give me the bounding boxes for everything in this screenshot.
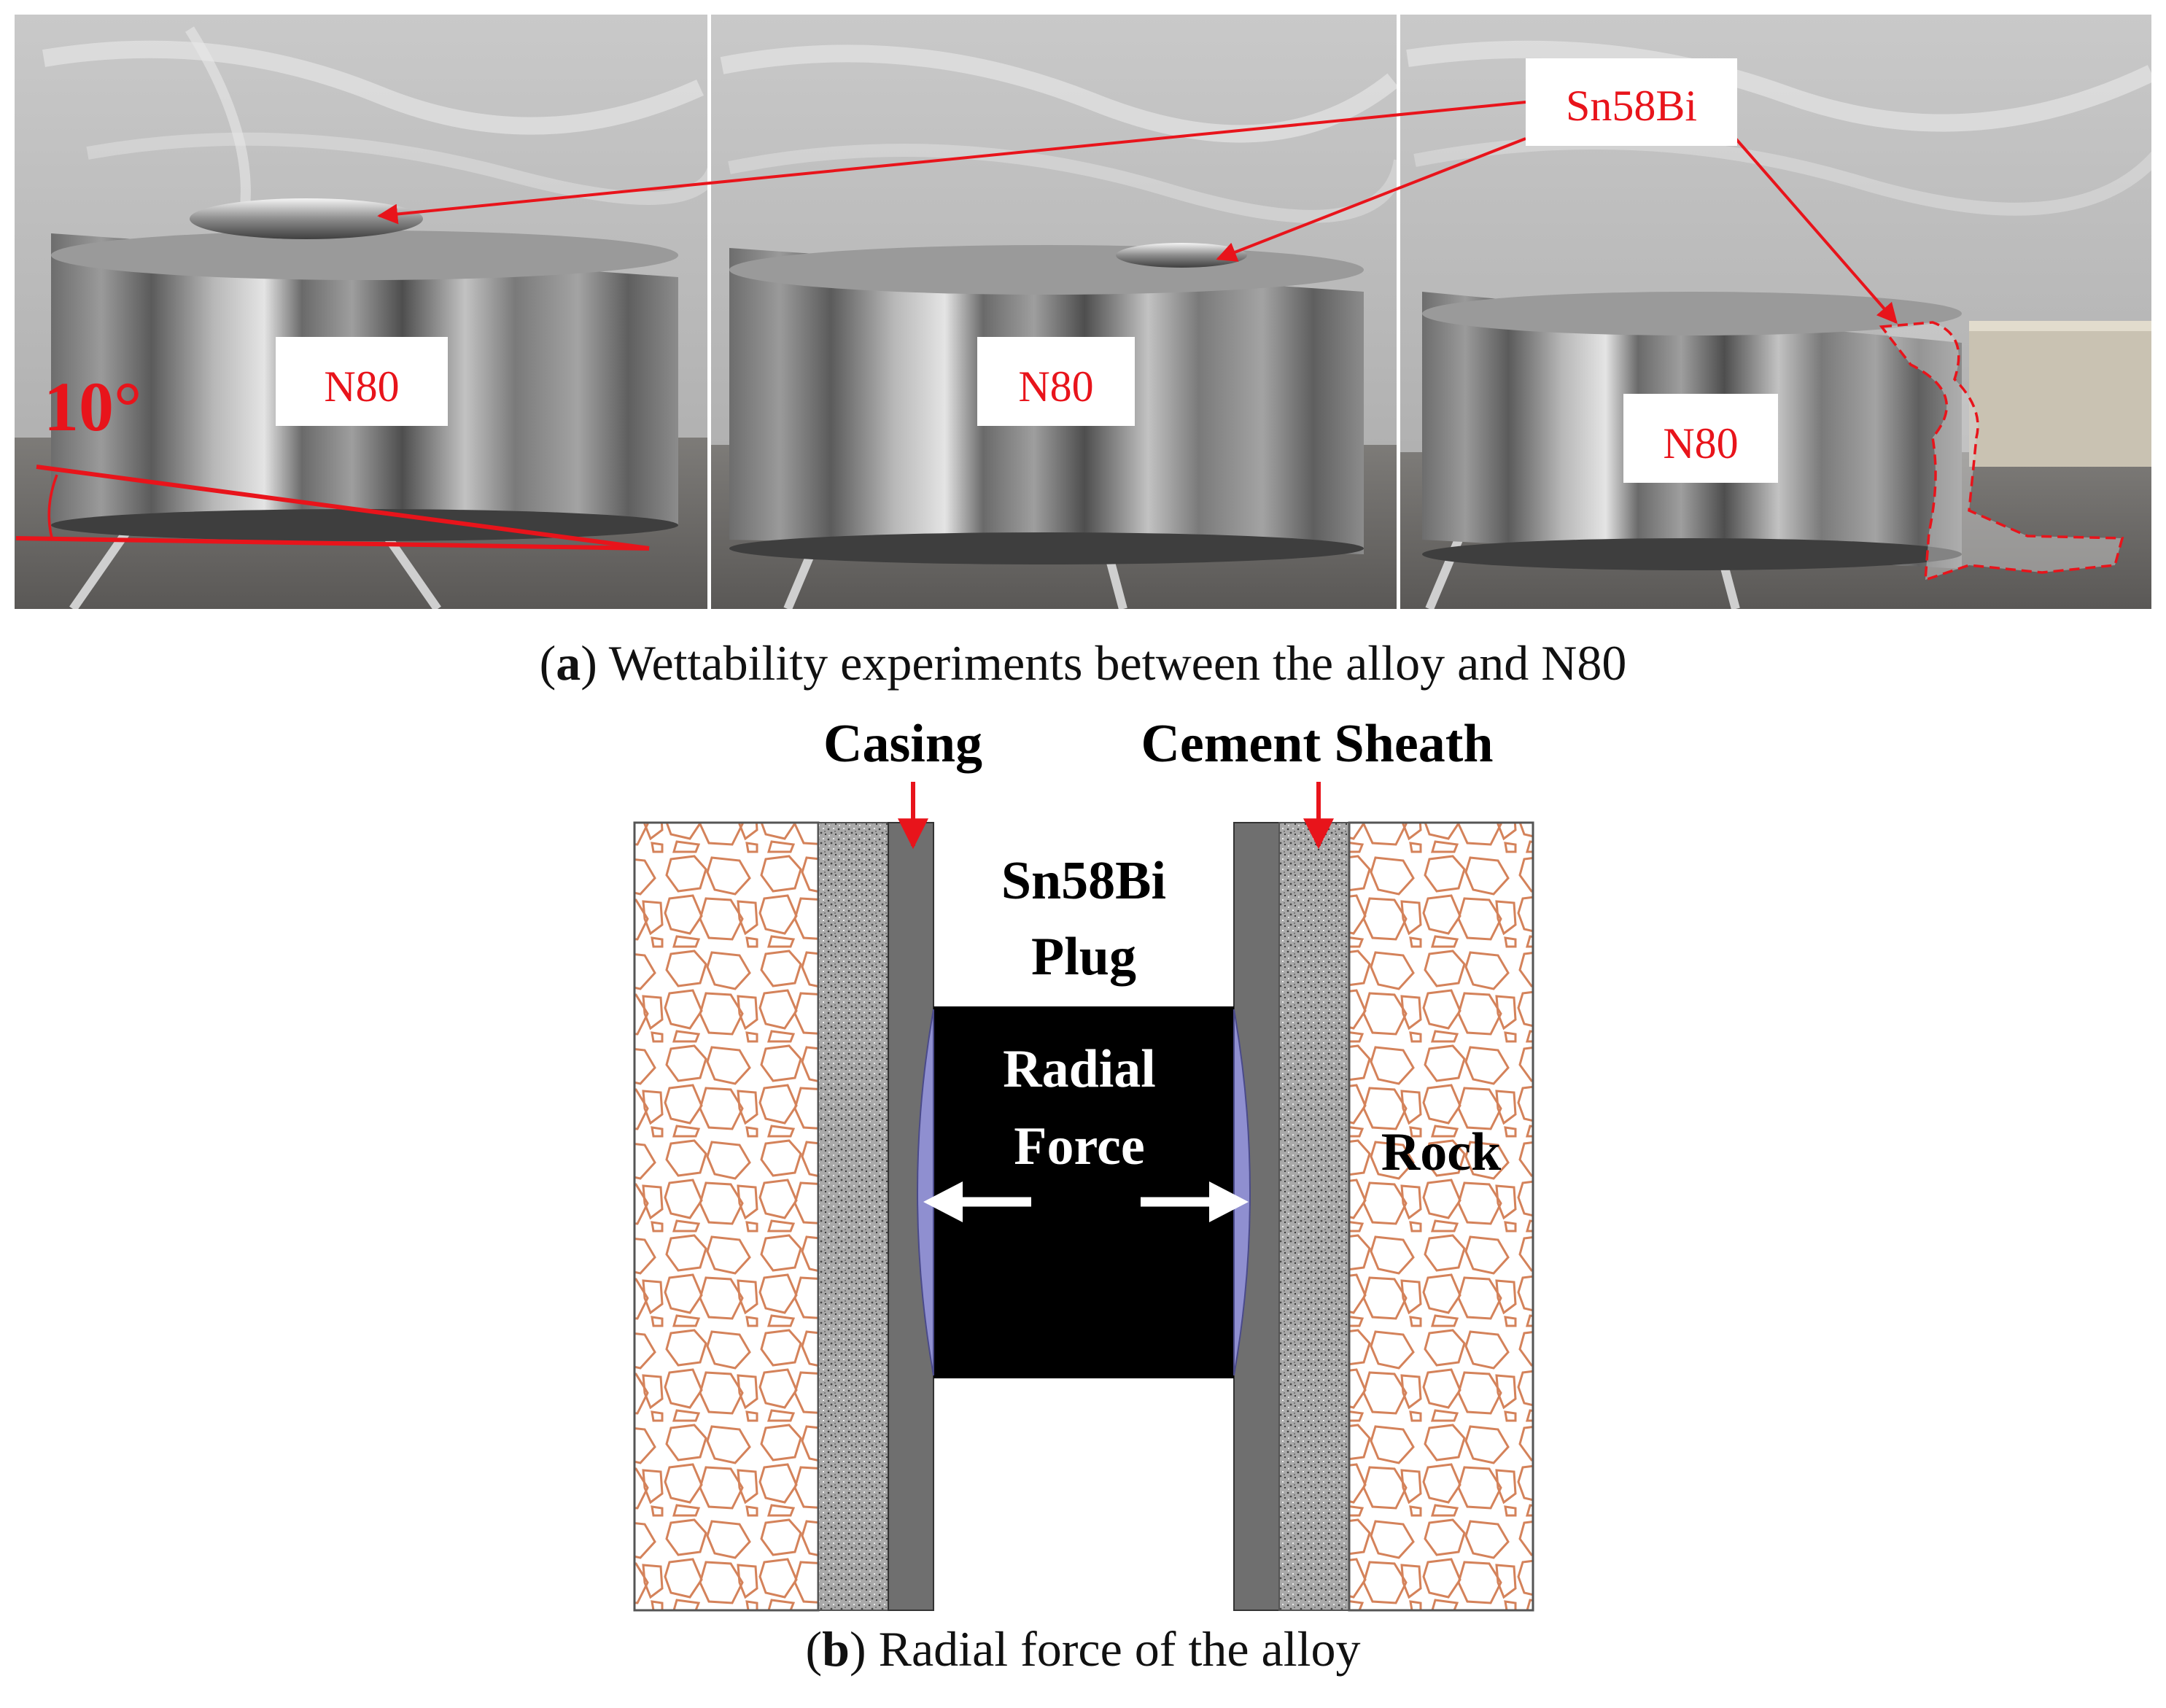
cement-sheath-label: Cement Sheath (1141, 714, 1493, 774)
caption-a: (a) Wettability experiments between the … (539, 635, 1627, 691)
wellbore-schematic (633, 782, 1534, 1612)
tilt-slope-line (36, 465, 650, 551)
alloy-arrow-1 (377, 101, 1526, 225)
caption-b-letter: b (822, 1621, 850, 1677)
force-label-line2: Force (1014, 1117, 1144, 1176)
photo-panel-2 (711, 15, 1397, 609)
radial-force-arrow-right (1141, 1181, 1249, 1222)
n80-label-box-3 (1623, 394, 1778, 483)
photo-panel-3 (1400, 15, 2151, 609)
photo-panel-1 (15, 15, 707, 609)
rock-right (1348, 821, 1534, 1612)
alloy-arrow-3 (1734, 137, 1898, 325)
alloy-arrow-2 (1216, 137, 1526, 262)
plug-label-line1: Sn58Bi (1001, 851, 1166, 911)
caption-b-text: Radial force of the alloy (878, 1621, 1361, 1677)
alloy-spread-outline (1879, 321, 2124, 582)
plug-label-line2: Plug (1031, 927, 1136, 987)
alloy-label: Sn58Bi (1566, 82, 1697, 130)
caption-a-text: Wettability experiments between the allo… (608, 635, 1627, 691)
rock-label: Rock (1381, 1122, 1502, 1182)
cement-sheath-right (1278, 822, 1350, 1611)
n80-label-2: N80 (1018, 362, 1093, 411)
tilt-baseline (15, 536, 650, 551)
plug-contact-right (1233, 1009, 1251, 1376)
alloy-label-box (1526, 58, 1737, 146)
n80-label-box-2 (977, 337, 1135, 426)
radial-force-arrow-left (923, 1181, 1031, 1222)
n80-label-1: N80 (324, 362, 399, 411)
casing-left (888, 822, 934, 1611)
angle-label: 10° (44, 368, 141, 446)
casing-label: Casing (823, 714, 982, 774)
sn58bi-plug (933, 1006, 1234, 1378)
caption-a-letter: a (556, 635, 581, 691)
caption-b: (b) Radial force of the alloy (805, 1621, 1361, 1677)
force-label-line1: Radial (1003, 1039, 1156, 1099)
n80-label-3: N80 (1663, 419, 1738, 467)
tilt-angle-arc (47, 474, 58, 541)
rock-left (633, 821, 820, 1612)
alloy-droplet-1 (190, 198, 423, 239)
plug-contact-left (917, 1009, 934, 1376)
alloy-droplet-2 (1116, 243, 1247, 268)
n80-label-box-1 (276, 337, 448, 426)
cement-sheath-left (818, 822, 889, 1611)
